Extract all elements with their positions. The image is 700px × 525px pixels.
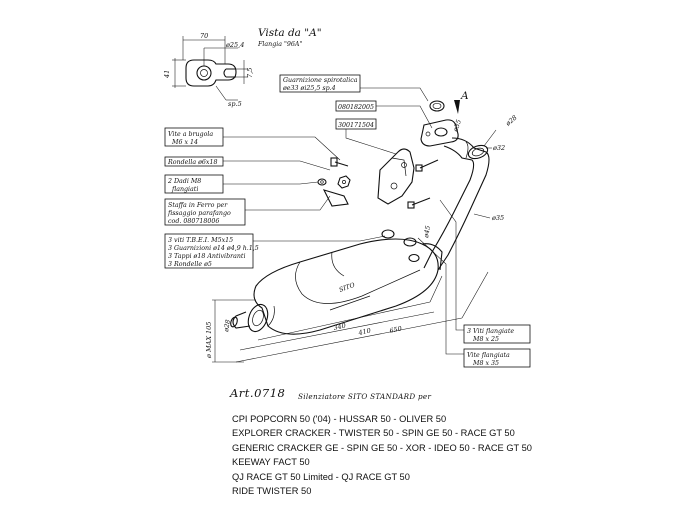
svg-text:Vite flangiata: Vite flangiata [467, 352, 510, 359]
svg-text:3 Tappi ø18 Antivibranti: 3 Tappi ø18 Antivibranti [168, 253, 245, 260]
flange-detail-view: Vista da "A" Flangia "96A" 70 ø25,4 41 7… [163, 27, 322, 108]
dim-650: 650 [389, 325, 403, 335]
label-gasket: Guarnizione spirotalica øe33 øi25,5 sp.4 [279, 74, 429, 102]
dim-7-5: 7,5 [246, 68, 254, 78]
dim-d35: ø35 [491, 214, 504, 222]
compatible-models-list: CPI POPCORN 50 ('04) - HUSSAR 50 - OLIVE… [232, 412, 532, 498]
header-pipe [423, 137, 490, 271]
silencer-subtitle: Silenziatore SITO STANDARD per [298, 392, 432, 401]
model-line: QJ RACE GT 50 Limited - QJ RACE GT 50 [232, 471, 410, 482]
svg-text:080182005: 080182005 [338, 104, 374, 111]
label-allen-screw: Vite a brugola M6 x 14 [164, 127, 341, 161]
svg-text:flangiati: flangiati [171, 186, 198, 193]
flange-bore [196, 65, 212, 81]
svg-text:Vite a brugola: Vite a brugola [168, 131, 213, 138]
svg-text:M8 x 25: M8 x 25 [472, 336, 499, 343]
allen-screw [330, 157, 349, 167]
view-title: Vista da "A" [258, 27, 322, 39]
label-code-300171504: 300171504 [335, 118, 397, 155]
svg-text:fissaggio parafango: fissaggio parafango [167, 210, 231, 217]
dim-25-4: ø25,4 [225, 41, 244, 49]
fender-bracket-iron [322, 189, 349, 207]
dim-d45: ø45 [422, 225, 432, 239]
spiral-gasket-ring [429, 100, 445, 112]
mounting-bracket [377, 148, 415, 205]
view-a-arrow: A [454, 90, 469, 114]
model-line: KEEWAY FACT 50 [232, 457, 310, 468]
dim-70: 70 [200, 32, 208, 40]
model-line: GENERIC CRACKER GE - SPIN GE 50 - XOR - … [232, 442, 532, 453]
label-code-080182005: 080182005 [335, 100, 433, 129]
rubber-plugs [381, 229, 420, 263]
flange-bore-inner [200, 69, 208, 77]
label-bracket: Staffa in Ferro per fissaggio parafango … [164, 195, 331, 226]
bolt-m8x35 [407, 197, 431, 209]
svg-text:A: A [460, 90, 469, 102]
nut-m8 [337, 175, 351, 189]
flange-plate [185, 59, 237, 87]
view-subtitle: Flangia "96A" [257, 41, 302, 48]
svg-text:Rondella ø6x18: Rondella ø6x18 [167, 159, 218, 166]
dim-sp5: sp.5 [228, 100, 242, 108]
dim-41: 41 [163, 70, 171, 79]
svg-text:3 Guarnizioni ø14 ø4,9 h.1,5: 3 Guarnizioni ø14 ø4,9 h.1,5 [168, 245, 259, 252]
silencer-body: SITO [230, 238, 443, 335]
dimensions: ø28 ø32 ø35 ø45 ø35 ø28 ø MAX 105 340 41… [205, 114, 519, 363]
svg-text:3 viti T.B.E.I. M5x15: 3 viti T.B.E.I. M5x15 [168, 237, 233, 244]
bolt-m8x25 [415, 159, 439, 172]
model-line: CPI POPCORN 50 ('04) - HUSSAR 50 - OLIVE… [232, 414, 447, 424]
svg-text:2 Dadi M8: 2 Dadi M8 [167, 178, 201, 185]
svg-text:300171504: 300171504 [338, 122, 374, 129]
svg-text:M6 x 14: M6 x 14 [171, 139, 198, 146]
washer-6x18 [317, 178, 327, 186]
svg-text:3 Rondelle ø5: 3 Rondelle ø5 [168, 261, 212, 268]
label-flange-screw: Vite flangiata M8 x 35 [417, 237, 531, 368]
svg-text:SITO: SITO [338, 281, 356, 293]
svg-text:Guarnizione spirotalica: Guarnizione spirotalica [283, 77, 358, 84]
svg-text:cod. 080718006: cod. 080718006 [168, 218, 219, 225]
model-line: EXPLORER CRACKER - TWISTER 50 - SPIN GE … [232, 428, 515, 439]
dim-410: 410 [357, 327, 372, 338]
dim-340: 340 [333, 322, 347, 332]
label-mounting-kit: 3 viti T.B.E.I. M5x15 3 Guarnizioni ø14 … [164, 233, 386, 269]
flange-slot [223, 68, 236, 78]
header-flange [420, 119, 459, 147]
article-number: Art.0718 [230, 386, 286, 400]
svg-text:øe33 øi25,5 sp.4: øe33 øi25,5 sp.4 [282, 85, 336, 92]
model-line: RIDE TWISTER 50 [232, 486, 312, 497]
dim-d28-top: ø28 [503, 114, 518, 129]
svg-text:M8 x 35: M8 x 35 [472, 360, 499, 367]
svg-text:3 Viti flangiate: 3 Viti flangiate [467, 328, 514, 335]
svg-text:Staffa in Ferro per: Staffa in Ferro per [168, 202, 228, 209]
dim-d32: ø32 [492, 144, 505, 152]
label-washer: Rondella ø6x18 [164, 156, 331, 171]
label-nuts: 2 Dadi M8 flangiati [164, 174, 319, 194]
dim-max-105: ø MAX 105 [205, 322, 213, 359]
dim-d28-tail: ø28 [222, 319, 232, 333]
label-flange-screws: 3 Viti flangiate M8 x 25 [439, 199, 531, 344]
